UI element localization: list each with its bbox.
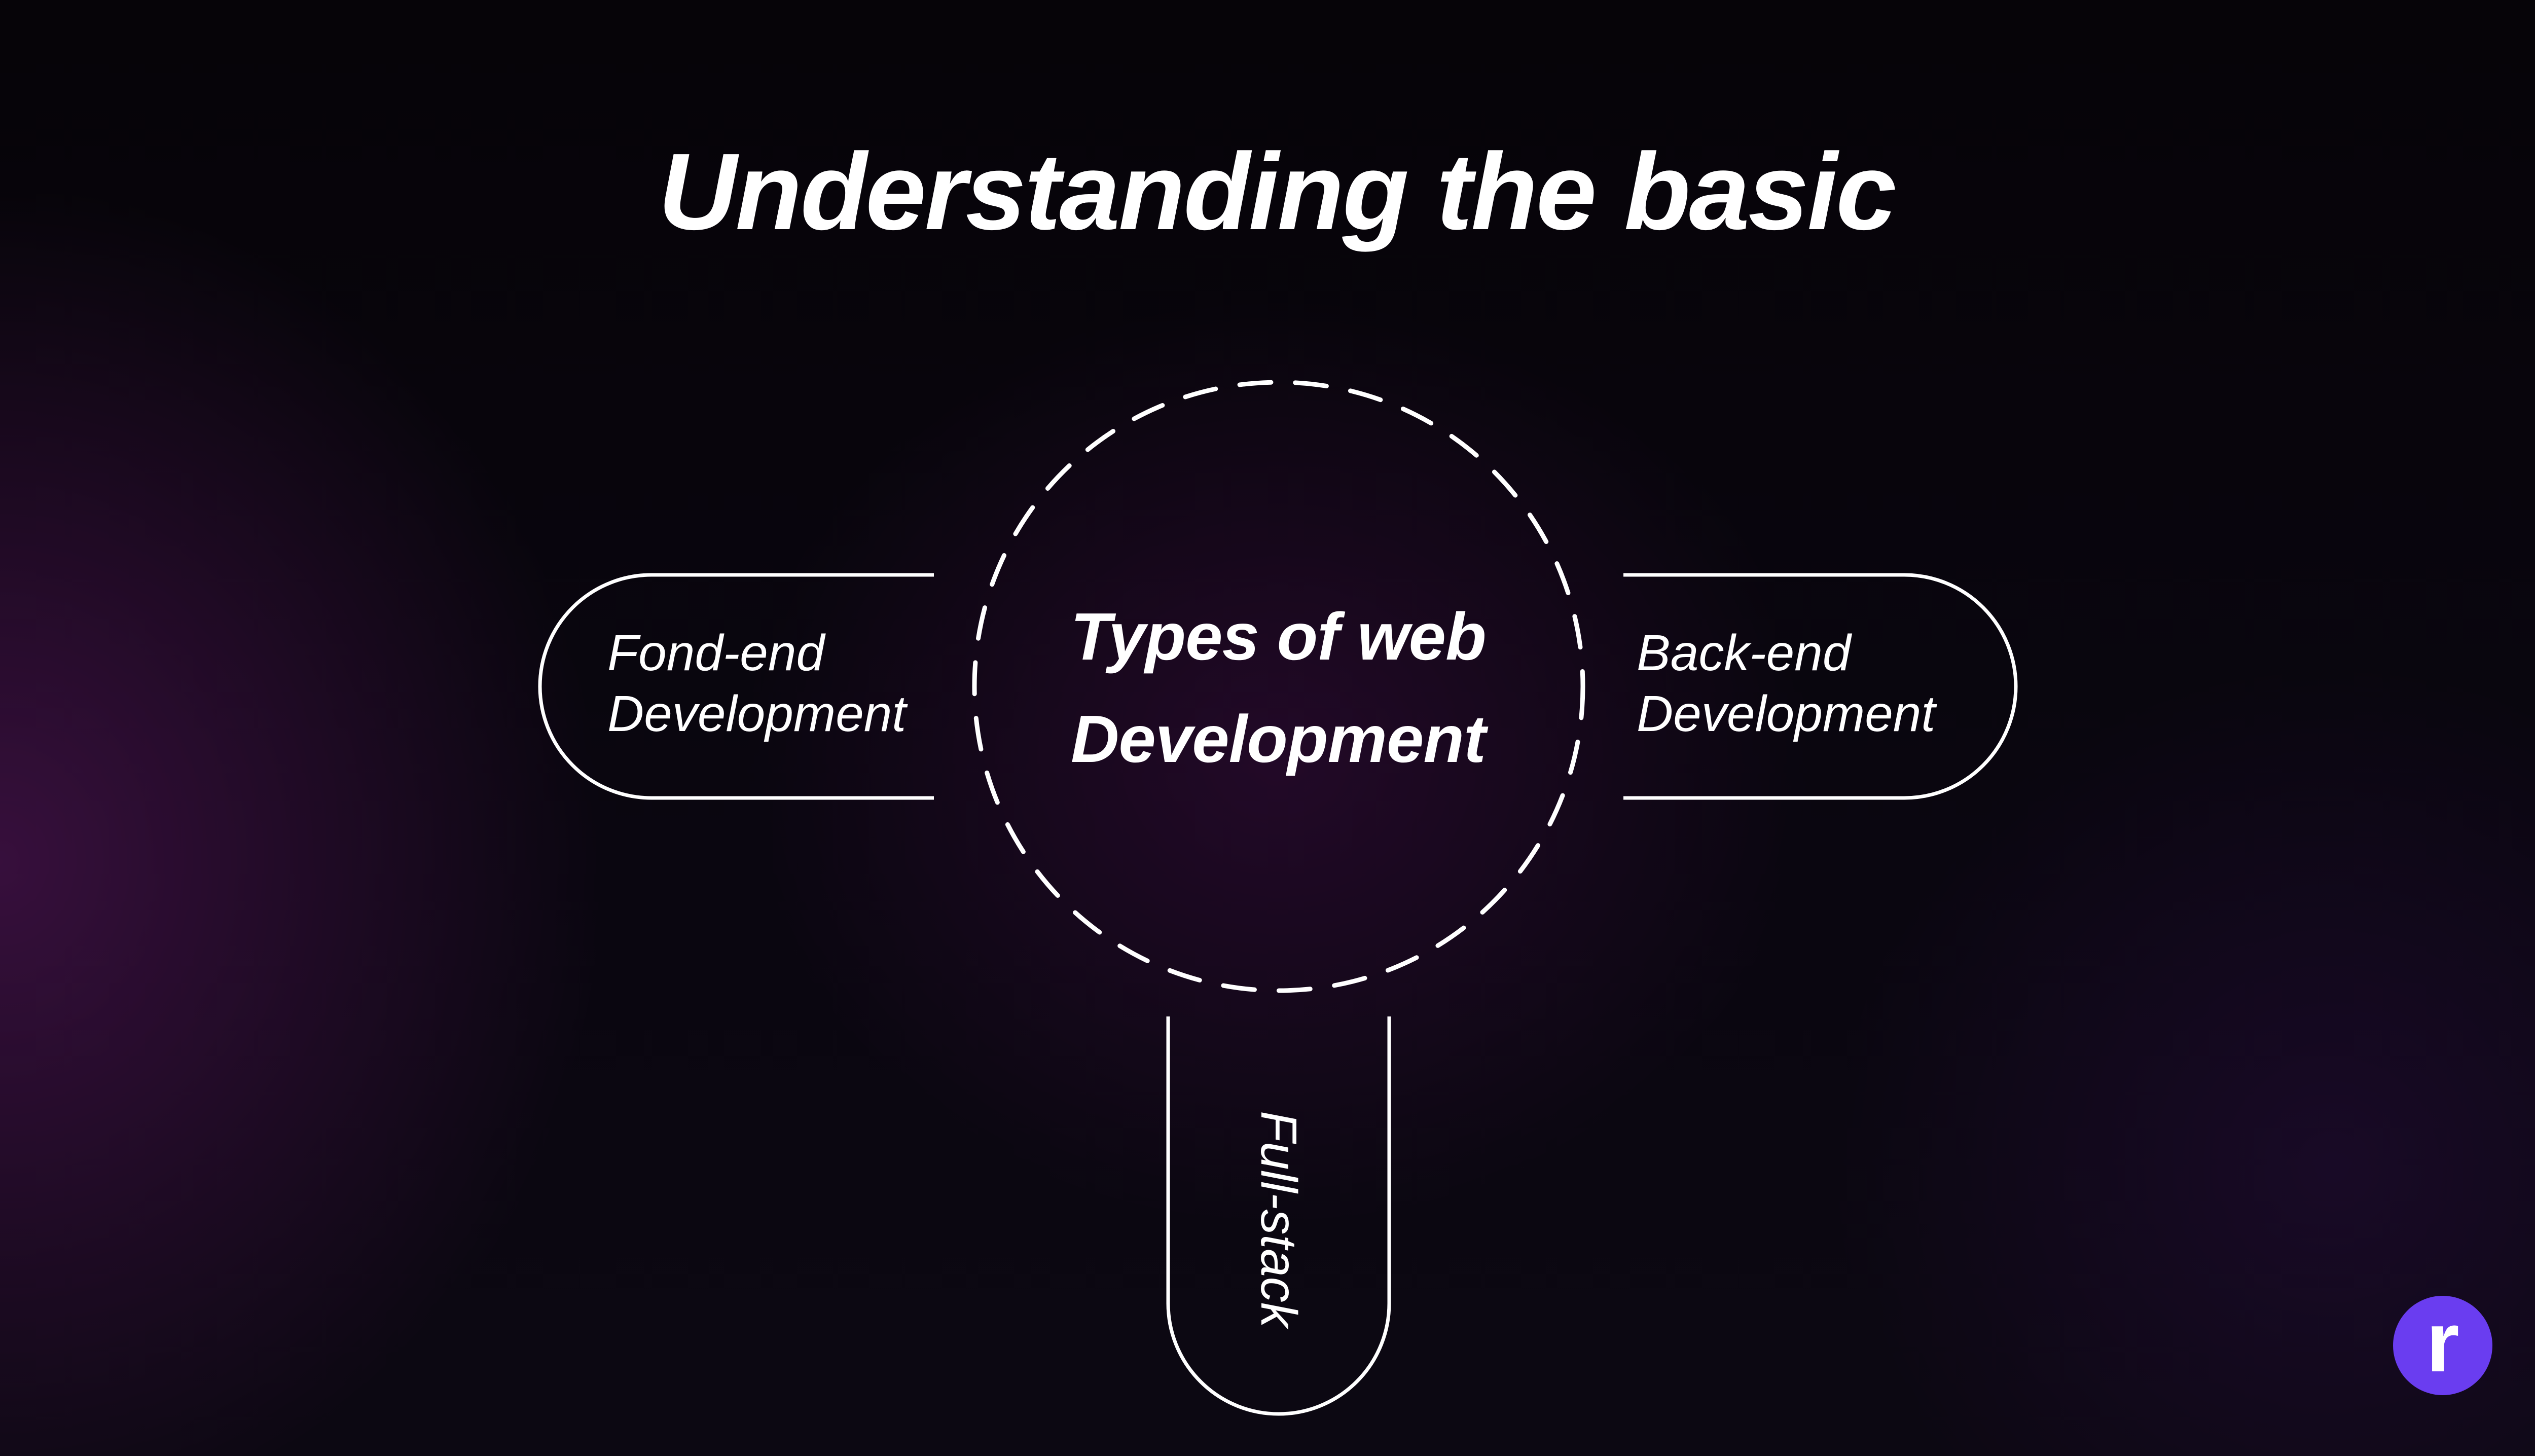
page-title: Understanding the basic bbox=[658, 130, 1897, 252]
logo-letter: r bbox=[2426, 1294, 2459, 1390]
brand-logo-icon: r bbox=[2393, 1296, 2492, 1395]
left-branch-line1: Fond-end bbox=[607, 625, 825, 681]
left-branch-pill bbox=[538, 573, 934, 800]
bottom-branch-pill bbox=[1166, 1016, 1391, 1416]
left-branch-label: Fond-end Development bbox=[607, 623, 906, 744]
right-branch-label: Back-end Development bbox=[1637, 623, 1935, 744]
right-branch-line1: Back-end bbox=[1637, 625, 1851, 681]
right-branch-line2: Development bbox=[1637, 685, 1936, 742]
center-dashed-circle bbox=[972, 380, 1585, 993]
center-line1: Types of web bbox=[1070, 599, 1486, 674]
center-line2: Development bbox=[1071, 702, 1486, 776]
right-branch-pill bbox=[1623, 573, 2018, 800]
bottom-branch-text: Full-stack bbox=[1250, 1111, 1307, 1328]
left-branch-line2: Development bbox=[607, 685, 907, 742]
